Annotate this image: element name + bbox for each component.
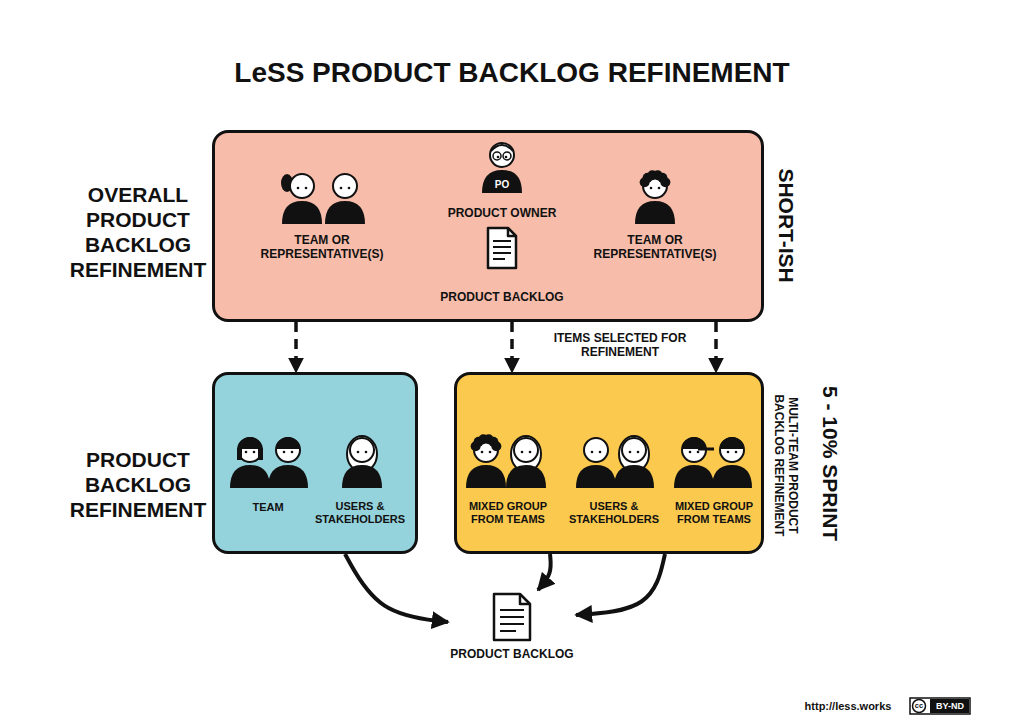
side-heading: MULTI-TEAM PRODUCT BACKLOG REFINEMENT <box>772 375 801 555</box>
team-refinement-box: TEAM USERS & STAKEHOLDERS <box>212 372 418 554</box>
flow-arrow <box>345 554 448 622</box>
node-label: USERS & STAKEHOLDERS <box>304 500 416 526</box>
document-icon <box>488 228 516 268</box>
license-badge <box>910 698 970 714</box>
text-label: http://less.works <box>783 700 913 713</box>
node-label: TEAM OR REPRESENTATIVE(S) <box>575 233 735 262</box>
text-label: 5 - 10% SPRINT <box>817 368 842 558</box>
diagram-title: LeSS PRODUCT BACKLOG REFINEMENT <box>152 56 872 90</box>
flow-arrow <box>538 554 551 590</box>
text-label: PO <box>487 179 517 191</box>
node-label: PRODUCT BACKLOG <box>427 290 577 304</box>
document-icon <box>494 594 530 640</box>
text-label: ITEMS SELECTED FOR REFINEMENT <box>550 331 690 360</box>
side-heading: SHORT-ISH <box>773 160 798 290</box>
node-label: TEAM OR REPRESENTATIVE(S) <box>242 233 402 262</box>
dashed-arrow <box>714 322 718 372</box>
node-label: USERS & STAKEHOLDERS <box>558 500 670 526</box>
text-label: BY-ND <box>931 702 969 711</box>
overall-refinement-box: OVERALL PRODUCT BACKLOG REFINEMENTTEAM O… <box>212 130 764 322</box>
node-label: PRODUCT BACKLOG <box>448 647 576 661</box>
node-label: MIXED GROUP FROM TEAMS <box>460 500 556 526</box>
text-label: cc <box>912 702 926 710</box>
text-label: PRODUCT BACKLOG REFINEMENT <box>63 447 213 523</box>
node-label: PRODUCT OWNER <box>432 206 572 220</box>
dashed-arrow <box>510 322 514 372</box>
node-label: OVERALL PRODUCT BACKLOG REFINEMENT <box>63 182 213 283</box>
node-label: TEAM <box>238 501 298 514</box>
dashed-arrow <box>294 322 298 372</box>
node-label: MIXED GROUP FROM TEAMS <box>666 500 762 526</box>
multi-team-refinement-box: MIXED GROUP FROM TEAMSUSERS & STAKEHOLDE… <box>454 372 764 554</box>
flow-arrow <box>576 554 665 615</box>
